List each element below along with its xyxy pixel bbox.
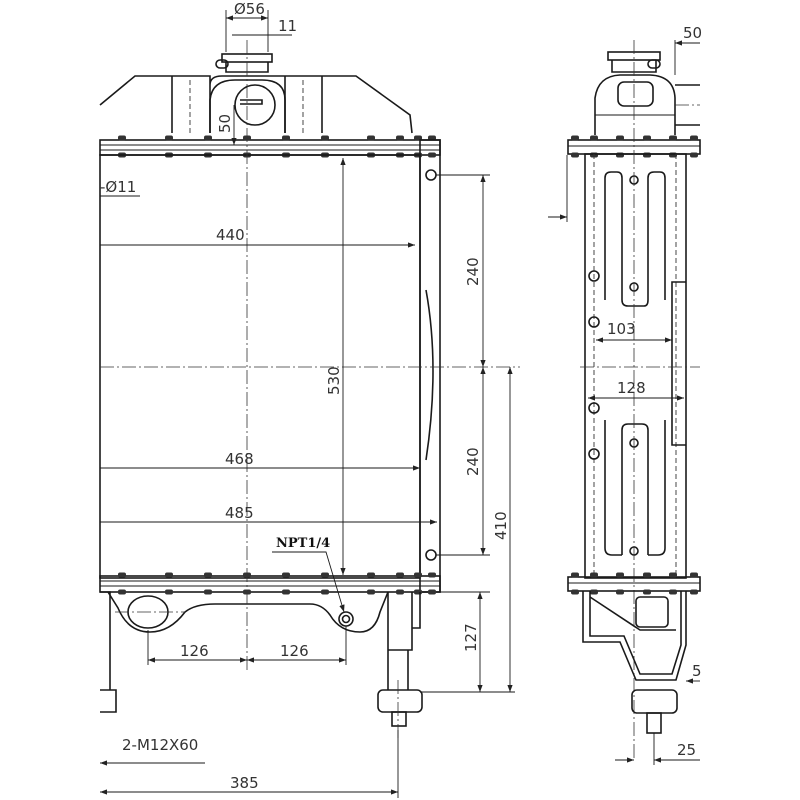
slot-lower [604, 420, 666, 556]
flange-bolt [669, 135, 677, 141]
flange-bolt [428, 572, 436, 578]
dim-bracket-offset: 5 [692, 662, 702, 680]
dim-filler-diameter: Ø56 [234, 0, 265, 18]
side-top-tank [594, 74, 676, 135]
flange-bolt [616, 589, 624, 595]
dim-width-485: 485 [225, 504, 254, 522]
dim-outlet-spacing-right: 126 [280, 642, 309, 660]
side-nut [646, 712, 662, 734]
cap-latch [215, 59, 229, 69]
dim-filler-offset: 11 [278, 17, 297, 35]
side-foot [631, 689, 678, 714]
flange-bolt [643, 135, 651, 141]
flange-bolt [428, 589, 436, 595]
flange-bolt [367, 572, 375, 578]
drain-plug [338, 611, 354, 627]
inlet-pipe [234, 84, 276, 126]
bolt-spec: 2-M12X60 [122, 736, 198, 754]
dim-foot-offset: 385 [230, 774, 259, 792]
flange-bolt [204, 135, 212, 141]
bottom-flange [99, 575, 441, 593]
flange-bolt [571, 135, 579, 141]
side-bottom-flange [567, 576, 701, 592]
flange-bolt [690, 152, 698, 158]
flange-bolt [118, 135, 126, 141]
side-bracket [582, 591, 687, 681]
flange-bolt [321, 135, 329, 141]
flange-bolt [204, 572, 212, 578]
right-nut [391, 711, 407, 727]
flange-bolt [282, 589, 290, 595]
right-foot [377, 689, 423, 713]
flange-bolt [616, 572, 624, 578]
flange-bolt [204, 589, 212, 595]
slot-upper [604, 171, 666, 307]
flange-bolt [590, 572, 598, 578]
flange-bolt [643, 572, 651, 578]
dim-hole-diameter: -Ø11 [100, 178, 136, 196]
dim-core-height: 530 [325, 366, 343, 395]
dim-mount-upper: 240 [464, 257, 482, 286]
flange-bolt [643, 589, 651, 595]
dim-leg-height: 127 [462, 623, 480, 652]
flange-bolt [282, 572, 290, 578]
flange-bolt [321, 589, 329, 595]
flange-bolt [690, 589, 698, 595]
side-view: 50 103 128 5 25 [548, 24, 702, 765]
core [99, 154, 421, 579]
dim-inner-width: 103 [607, 320, 636, 338]
dim-inlet-height: 50 [216, 114, 234, 133]
flange-bolt [669, 589, 677, 595]
dim-side-foot-offset: 25 [677, 741, 696, 759]
flange-bolt [590, 589, 598, 595]
flange-bolt [690, 135, 698, 141]
dim-outer-width: 128 [617, 379, 646, 397]
flange-bolt [165, 135, 173, 141]
flange-bolt [165, 589, 173, 595]
top-flange [99, 139, 441, 156]
dim-core-width: 440 [216, 226, 245, 244]
flange-bolt [571, 572, 579, 578]
flange-bolt [396, 589, 404, 595]
bottom-tank [107, 591, 389, 633]
flange-bolt [118, 572, 126, 578]
drain-label: NPT1/4 [276, 536, 330, 551]
side-tank-port [617, 81, 654, 107]
flange-bolt [690, 572, 698, 578]
flange-bolt [571, 152, 579, 158]
flange-bolt [616, 135, 624, 141]
dim-mount-total: 410 [492, 511, 510, 540]
front-view: Ø56 11 50 -Ø11 440 530 468 485 240 240 4… [99, 0, 520, 798]
side-body [584, 153, 687, 579]
flange-bolt [396, 572, 404, 578]
dim-outlet-spacing-left: 126 [180, 642, 209, 660]
flange-bolt [367, 135, 375, 141]
right-leg [387, 592, 421, 690]
flange-bolt [590, 135, 598, 141]
flange-bolt [396, 135, 404, 141]
flange-bolt [414, 572, 422, 578]
flange-bolt [321, 572, 329, 578]
flange-bolt [669, 572, 677, 578]
flange-bolt [165, 572, 173, 578]
dim-mount-lower: 240 [464, 447, 482, 476]
flange-bolt [282, 135, 290, 141]
flange-bolt [571, 589, 579, 595]
left-leg [100, 591, 117, 713]
dim-width-468: 468 [225, 450, 254, 468]
flange-bolt [367, 589, 375, 595]
top-tank [99, 75, 413, 134]
flange-bolt [428, 152, 436, 158]
dim-side-top-offset: 50 [683, 24, 702, 42]
flange-bolt [118, 589, 126, 595]
side-frame [419, 139, 441, 593]
